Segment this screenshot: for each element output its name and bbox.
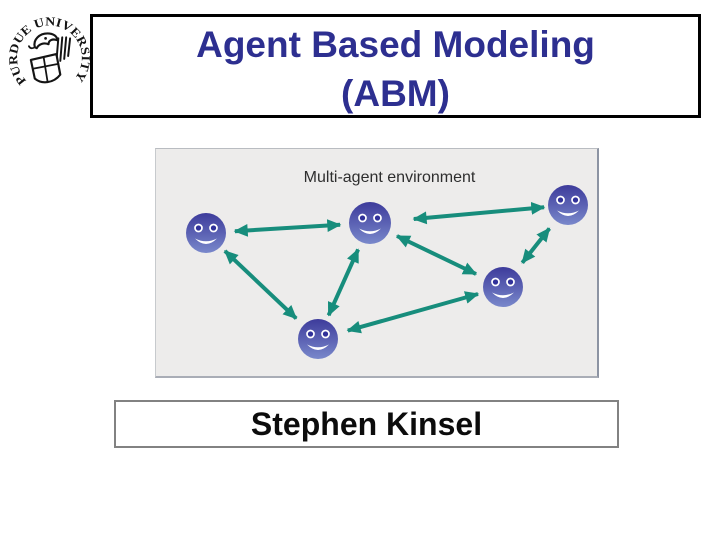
title-line-1: Agent Based Modeling: [196, 24, 595, 65]
edge-agent-5-agent-4: [346, 291, 480, 334]
multi-agent-figure: Multi-agent environment: [155, 148, 599, 378]
griffin-shield-icon: [28, 32, 72, 84]
edge-agent-2-agent-4: [395, 234, 478, 276]
agent-network-diagram: [186, 185, 588, 359]
purdue-university-seal-icon: PURDUE UNIVERSITY: [6, 14, 93, 87]
author-box: Stephen Kinsel: [114, 400, 619, 448]
edge-agent-2-agent-3: [412, 201, 546, 225]
edge-agent-1-agent-2: [233, 219, 342, 237]
title-box: Agent Based Modeling (ABM): [90, 14, 701, 118]
edge-agent-2-agent-5: [326, 248, 360, 317]
agent-1-smiley-icon: [186, 213, 226, 253]
agent-3-smiley-icon: [548, 185, 588, 225]
agent-5-smiley-icon: [298, 319, 338, 359]
edge-agent-4-agent-3: [520, 227, 551, 264]
agent-4-smiley-icon: [483, 267, 523, 307]
edge-agent-1-agent-5: [223, 249, 298, 320]
author-name: Stephen Kinsel: [250, 406, 483, 442]
agent-2-smiley-icon: [349, 202, 391, 244]
figure-caption: Multi-agent environment: [303, 169, 476, 186]
title-line-2: (ABM): [341, 73, 450, 114]
